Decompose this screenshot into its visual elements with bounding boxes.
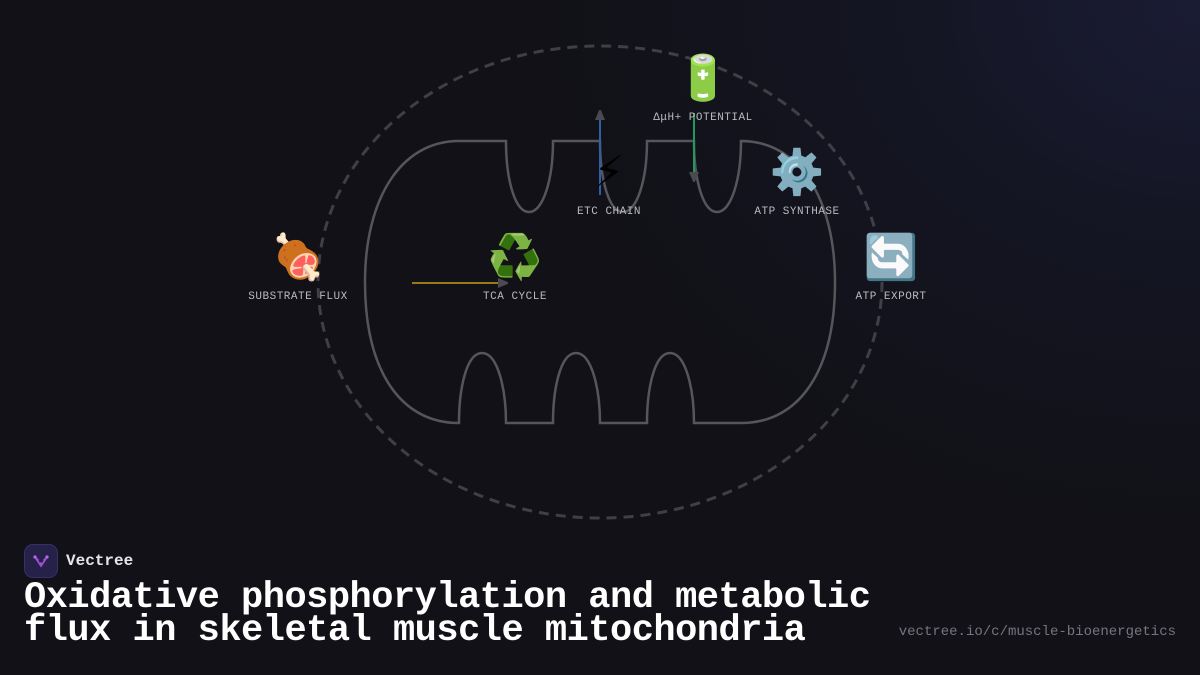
node-substrate-flux[interactable]: 🍖 SUBSTRATE FLUX bbox=[248, 232, 348, 304]
node-atp-synthase[interactable]: ⚙️ ATP SYNTHASE bbox=[754, 147, 840, 219]
inner-membrane bbox=[363, 139, 837, 425]
node-tca-cycle[interactable]: ♻️ TCA CYCLE bbox=[483, 232, 547, 304]
lightning-icon: ⚡ bbox=[593, 147, 625, 198]
page-title: Oxidative phosphorylation and metabolic … bbox=[24, 577, 871, 652]
recycle-icon: ♻️ bbox=[487, 232, 543, 283]
node-etc-chain[interactable]: ⚡ ETC CHAIN bbox=[577, 147, 641, 219]
vectree-logo-icon bbox=[24, 544, 58, 578]
node-proton-potential[interactable]: 🔋 ΔμH+ POTENTIAL bbox=[653, 53, 753, 125]
node-atp-export[interactable]: 🔄 ATP EXPORT bbox=[855, 232, 927, 304]
brand-name: Vectree bbox=[66, 552, 134, 570]
node-label: ATP EXPORT bbox=[855, 291, 927, 303]
node-label: ATP SYNTHASE bbox=[754, 206, 840, 218]
meat-on-bone-icon: 🍖 bbox=[270, 232, 326, 283]
brand[interactable]: Vectree bbox=[24, 544, 133, 578]
battery-icon: 🔋 bbox=[675, 53, 731, 104]
node-label: TCA CYCLE bbox=[483, 291, 547, 303]
outer-membrane bbox=[316, 44, 884, 520]
gear-icon: ⚙️ bbox=[769, 147, 825, 198]
node-label: ETC CHAIN bbox=[577, 206, 641, 218]
node-label: ΔμH+ POTENTIAL bbox=[653, 112, 753, 124]
repeat-arrows-icon: 🔄 bbox=[863, 232, 919, 283]
source-url[interactable]: vectree.io/c/muscle-bioenergetics bbox=[898, 624, 1176, 640]
node-label: SUBSTRATE FLUX bbox=[248, 291, 348, 303]
